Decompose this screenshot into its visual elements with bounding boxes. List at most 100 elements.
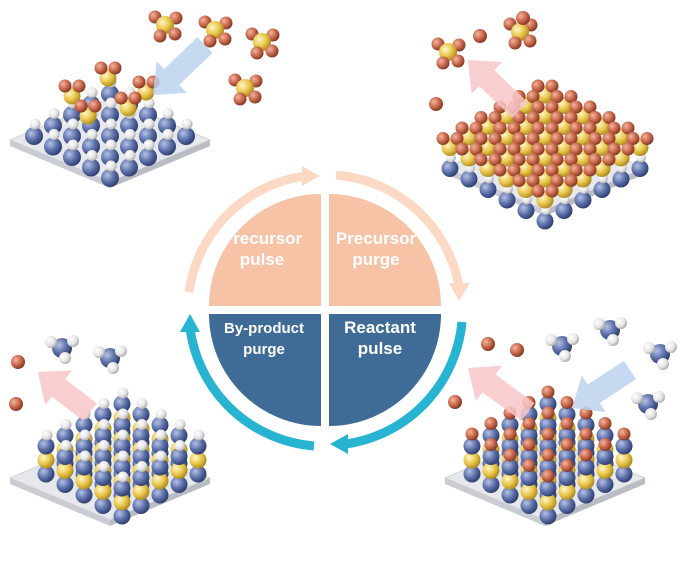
hydrogen-atom (174, 440, 186, 451)
oxygen-atom (531, 121, 545, 135)
reaction-panels (8, 10, 677, 526)
hydrogen-atom (117, 387, 129, 399)
hydrogen-atom (143, 139, 155, 151)
nitrogen-atom (120, 137, 138, 156)
nitrogen-atom (101, 148, 119, 166)
hydrogen-atom (643, 342, 655, 354)
oxygen-atom (564, 111, 578, 124)
oxygen-atom (9, 397, 23, 411)
label-reactant-pulse-line1: Reactant (344, 318, 416, 337)
oxygen-atom (541, 427, 555, 441)
nitrogen-atom (44, 137, 62, 156)
nitrogen-atom (482, 476, 500, 493)
hydrogen-atom (107, 362, 119, 374)
silicon-atom (463, 451, 481, 469)
hydrogen-atom (105, 118, 117, 130)
hydrogen-atom (115, 345, 127, 357)
silicon-atom (615, 451, 633, 469)
oxygen-atom (474, 153, 488, 166)
oxygen-atom (250, 46, 264, 60)
nitrogen-atom (558, 469, 576, 486)
oxygen-atom (588, 153, 602, 166)
nitrogen-atom (189, 437, 207, 455)
oxygen-atom (510, 343, 524, 357)
silicon-atom (439, 43, 457, 61)
hydrogen-atom (67, 335, 79, 347)
cycle-arrowhead-bottom-right (330, 434, 348, 454)
oxygen-atom (526, 132, 540, 145)
oxygen-atom (469, 142, 483, 156)
nitrogen-atom (94, 469, 112, 486)
hydrogen-atom (86, 129, 98, 140)
oxygen-atom (484, 438, 498, 451)
quadrant-reactant-pulse (329, 314, 441, 426)
nitrogen-atom (113, 437, 131, 455)
hydrogen-atom (545, 334, 557, 346)
silicon-atom (94, 483, 112, 500)
nitrogen-atom (113, 479, 131, 497)
hydrogen-atom (67, 118, 79, 130)
oxygen-atom (248, 90, 262, 104)
oxygen-atom (569, 163, 583, 177)
oxygen-atom (465, 427, 479, 441)
hydrogen-atom (117, 471, 129, 483)
hydrogen-atom (615, 317, 627, 329)
hydrogen-atom (98, 419, 110, 430)
oxygen-atom (602, 111, 616, 124)
silicon-atom (520, 483, 538, 500)
oxygen-atom (450, 132, 464, 145)
nitrogen-atom (189, 465, 207, 483)
substrate-edge (10, 478, 110, 526)
silicon-atom (482, 462, 500, 479)
cycle-arrow-top-right (335, 170, 464, 287)
substrate-edge (545, 478, 645, 526)
nitrogen-atom (113, 458, 131, 476)
hydrogen-atom (136, 419, 148, 430)
oxygen-atom (550, 90, 564, 103)
oxygen-atom (488, 153, 502, 166)
hydrogen-atom (143, 118, 155, 130)
nitrogen-atom (631, 160, 649, 177)
oxygen-atom (512, 132, 526, 145)
oxygen-atom (484, 417, 498, 430)
panel-top-left (8, 10, 280, 188)
oxygen-atom (621, 121, 635, 135)
oxygen-atom (493, 163, 507, 177)
oxygen-atom (583, 121, 597, 135)
hydrogen-atom (48, 108, 60, 119)
oxygen-atom (598, 438, 612, 451)
silicon-atom (56, 462, 74, 479)
nitrogen-atom (132, 406, 150, 423)
nitrogen-atom (574, 191, 592, 209)
nitrogen-atom (593, 181, 611, 198)
flow-arrow (572, 360, 637, 413)
hydrogen-atom (98, 398, 110, 409)
hydrogen-atom (59, 352, 71, 364)
oxygen-atom (550, 111, 564, 124)
oxygen-atom (265, 44, 279, 58)
nitrogen-atom (158, 116, 176, 135)
hydrogen-atom (93, 346, 105, 358)
oxygen-atom (583, 163, 597, 177)
oxygen-atom (640, 132, 654, 145)
oxygen-atom (523, 34, 537, 48)
hydrogen-atom (665, 341, 677, 353)
oxygen-atom (617, 427, 631, 441)
oxygen-atom (531, 100, 545, 114)
hydrogen-atom (155, 408, 167, 420)
oxygen-atom (507, 142, 521, 156)
oxygen-atom (564, 153, 578, 166)
hydrogen-atom (181, 118, 193, 130)
hydrogen-atom (645, 408, 657, 420)
nitrogen-atom (158, 137, 176, 156)
hydrogen-atom (559, 350, 571, 362)
nitrogen-atom (94, 497, 112, 514)
substrate-edge (10, 140, 110, 188)
oxygen-atom (541, 385, 555, 399)
panel-bottom-left (8, 335, 212, 526)
nitrogen-atom (482, 448, 500, 465)
hydrogen-atom (105, 139, 117, 151)
nitrogen-atom (94, 448, 112, 465)
nitrogen-atom (82, 137, 100, 156)
nitrogen-atom (37, 437, 55, 455)
